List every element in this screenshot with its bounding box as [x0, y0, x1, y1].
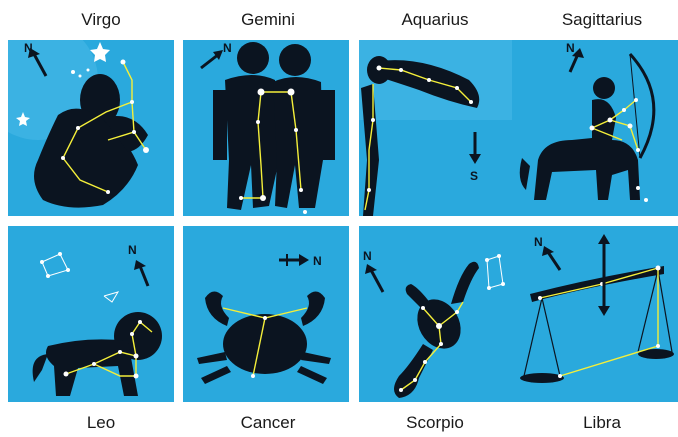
- gemini-label: Gemini: [185, 10, 351, 30]
- direction-label: N: [566, 41, 575, 55]
- scorpio-panel: N: [359, 226, 525, 402]
- sagittarius-panel: N: [512, 40, 678, 216]
- libra-panel: N: [512, 226, 678, 402]
- direction-label: N: [313, 254, 322, 268]
- sagittarius-label: Sagittarius: [519, 10, 678, 30]
- direction-label: S: [470, 169, 478, 183]
- cancer-panel: N: [183, 226, 349, 402]
- virgo-panel: N: [8, 40, 174, 216]
- virgo-label: Virgo: [18, 10, 184, 30]
- gemini-panel: N: [183, 40, 349, 216]
- direction-label: N: [128, 243, 137, 257]
- scorpio-label: Scorpio: [352, 413, 518, 433]
- cancer-label: Cancer: [185, 413, 351, 433]
- leo-panel: N: [8, 226, 174, 402]
- aquarius-panel: S: [359, 40, 525, 216]
- libra-label: Libra: [519, 413, 678, 433]
- direction-label: N: [223, 41, 232, 55]
- direction-label: N: [534, 235, 543, 249]
- direction-label: N: [24, 41, 33, 55]
- direction-label: N: [363, 249, 372, 263]
- aquarius-label: Aquarius: [352, 10, 518, 30]
- leo-label: Leo: [18, 413, 184, 433]
